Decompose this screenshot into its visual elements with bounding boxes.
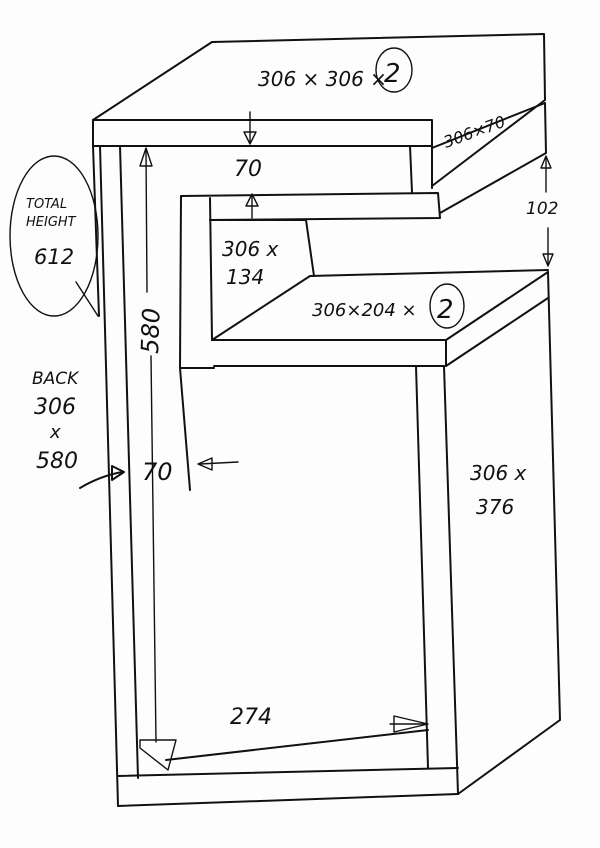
bottom-width-label: 274 [230,705,272,730]
qty-circle-shelf [429,283,465,329]
total-height-line1: TOTAL [26,197,67,212]
back-line4: 580 [36,449,78,474]
top-panel-label: 306 × 306 × [258,67,387,91]
height-580-label: 580 [136,307,166,354]
bottom-panel-outline [117,729,459,807]
right-gap-label: 102 [526,199,558,219]
side-panel-outline [415,271,561,795]
total-height-line2: HEIGHT [26,215,77,230]
dimension-arrows [75,111,554,771]
side-line1: 306 x [470,461,527,485]
total-height-value: 612 [34,245,74,269]
side-gap-label: 70 [142,458,173,486]
shelf-panel-qty: 2 [437,295,454,325]
top-side-label: 306×70 [441,112,508,152]
inner-back-line1: 306 x [222,237,279,261]
shelf-panel-label: 306×204 × [312,300,417,321]
total-height-circle [9,155,99,317]
back-line2: 306 [34,395,76,420]
shelf-panel-outline [179,269,549,369]
back-line1: BACK [32,369,80,389]
qty-circle-top [375,47,413,93]
top-frame-post [409,145,413,193]
top-panel-qty: 2 [384,59,401,89]
inner-back-line2: 134 [226,265,264,289]
back-line3: x [49,422,61,443]
top-panel-outline [92,33,547,214]
step-frame [179,192,441,369]
top-gap-label: 70 [234,157,262,182]
side-line2: 376 [476,495,514,519]
